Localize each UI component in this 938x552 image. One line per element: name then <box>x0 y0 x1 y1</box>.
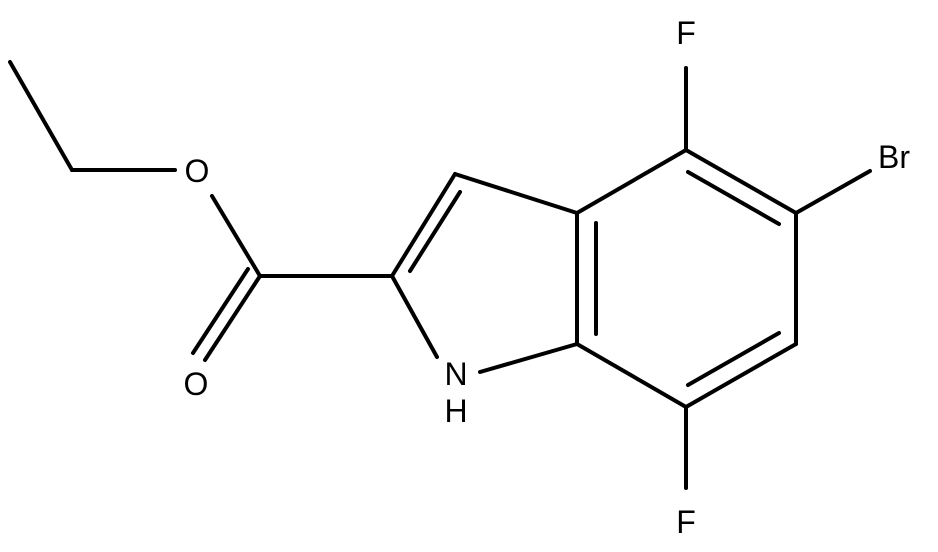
bond-c2-c3 <box>390 172 457 278</box>
bond-ethyl-ch3-ch2 <box>8 60 74 172</box>
atom-nitrogen-hydrogen: H <box>444 393 467 429</box>
bond-c2-n1 <box>390 274 439 359</box>
atom-carbonyl-oxygen: O <box>184 366 209 402</box>
atom-fluorine-top: F <box>676 15 696 51</box>
bond-c6-c7 <box>684 342 798 409</box>
bond-o-carbonyl-c <box>210 194 262 278</box>
bond-c4-c5-inner <box>686 170 781 226</box>
bond-c4-c5 <box>684 148 798 215</box>
bond-n1-c7a <box>478 342 579 374</box>
atom-nitrogen: N <box>444 356 467 392</box>
atom-fluorine-bottom: F <box>676 504 696 540</box>
bond-c3a-c4 <box>575 148 688 215</box>
bond-c6-c7-inner <box>686 331 781 387</box>
atom-bromine: Br <box>878 139 910 175</box>
bond-c3-c3a <box>453 172 579 215</box>
bond-c5-br <box>794 169 872 215</box>
bond-c7-c7a <box>575 342 688 409</box>
bond-c2-c3-inner <box>408 190 462 273</box>
bond-carbonyl-double-b <box>191 267 250 355</box>
atom-ester-oxygen: O <box>185 153 210 189</box>
bond-carbonyl-double-a <box>203 274 262 362</box>
